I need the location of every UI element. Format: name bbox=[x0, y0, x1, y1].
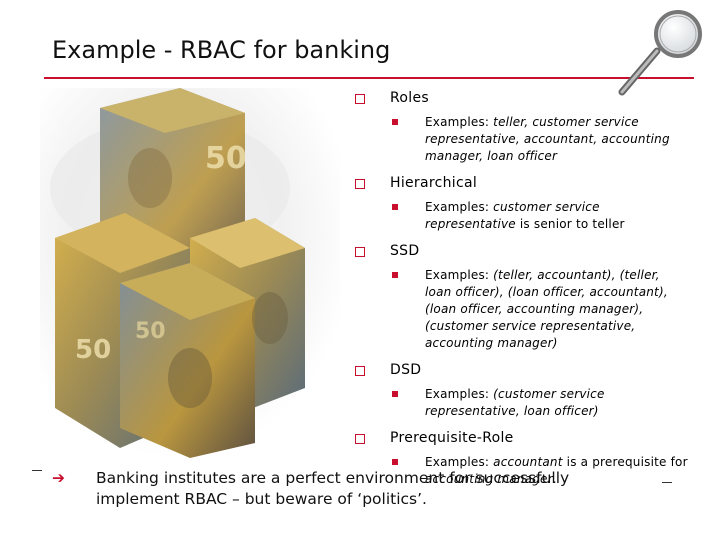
sub-italic: (teller, accountant), (teller, loan offi… bbox=[425, 268, 668, 350]
svg-text:50: 50 bbox=[75, 335, 111, 365]
sub-bullet-ssd: Examples: (teller, accountant), (teller,… bbox=[350, 267, 690, 352]
sub-prefix: Examples: bbox=[425, 387, 494, 401]
bullet-label: DSD bbox=[390, 362, 422, 378]
bullet-label: Prerequisite-Role bbox=[390, 430, 514, 446]
sub-bullet-prerequisite-role: Examples: accountant is a prerequisite f… bbox=[350, 454, 690, 488]
sub-bullet-dsd: Examples: (customer service representati… bbox=[350, 386, 690, 420]
sub-bullet-icon bbox=[392, 119, 398, 125]
bullet-box-icon bbox=[355, 94, 365, 104]
footer-dash-left bbox=[32, 470, 42, 471]
title-underline bbox=[44, 77, 694, 79]
sub-italic: accountant bbox=[493, 455, 563, 469]
sub-bullet-icon bbox=[392, 204, 398, 210]
sub-bullet-roles: Examples: teller, customer service repre… bbox=[350, 114, 690, 165]
bullet-label: Roles bbox=[390, 90, 429, 106]
sub-italic: (customer service representative, loan o… bbox=[425, 387, 605, 418]
bullet-box-icon bbox=[355, 366, 365, 376]
sub-italic: customer service representative bbox=[425, 200, 600, 231]
bullet-ssd: SSD bbox=[350, 243, 690, 259]
footer-note: ➔ Banking institutes are a perfect envir… bbox=[52, 468, 620, 510]
footer-dash-right bbox=[662, 482, 672, 483]
banknote-cubes-image: 50 50 50 bbox=[40, 88, 340, 458]
bullet-dsd: DSD bbox=[350, 362, 690, 378]
svg-text:50: 50 bbox=[135, 319, 166, 344]
magnifier-icon bbox=[618, 10, 702, 96]
bullet-list: Roles Examples: teller, customer service… bbox=[350, 90, 690, 494]
sub-italic: accounting manager bbox=[425, 472, 553, 486]
bullet-prerequisite-role: Prerequisite-Role bbox=[350, 430, 690, 446]
bullet-roles: Roles bbox=[350, 90, 690, 106]
sub-suffix: . bbox=[552, 472, 557, 486]
sub-bullet-icon bbox=[392, 459, 398, 465]
sub-prefix: Examples: bbox=[425, 200, 494, 214]
bullet-box-icon bbox=[355, 247, 365, 257]
sub-italic: teller, customer service representative,… bbox=[425, 115, 670, 163]
sub-prefix: Examples: bbox=[425, 115, 494, 129]
sub-bullet-icon bbox=[392, 272, 398, 278]
page-title: Example - RBAC for banking bbox=[52, 36, 391, 64]
bullet-label: Hierarchical bbox=[390, 175, 478, 191]
bullet-hierarchical: Hierarchical bbox=[350, 175, 690, 191]
sub-bullet-icon bbox=[392, 391, 398, 397]
right-arrow-icon: ➔ bbox=[52, 469, 65, 487]
svg-text:50: 50 bbox=[205, 141, 247, 176]
sub-bullet-hierarchical: Examples: customer service representativ… bbox=[350, 199, 690, 233]
bullet-label: SSD bbox=[390, 243, 420, 259]
footer-text: Banking institutes are a perfect environ… bbox=[96, 469, 570, 508]
bullet-box-icon bbox=[355, 434, 365, 444]
sub-prefix: Examples: bbox=[425, 455, 494, 469]
bullet-box-icon bbox=[355, 179, 365, 189]
sub-prefix: Examples: bbox=[425, 268, 494, 282]
sub-suffix: is senior to teller bbox=[515, 217, 625, 231]
sub-suffix: is a prerequisite for bbox=[562, 455, 688, 469]
